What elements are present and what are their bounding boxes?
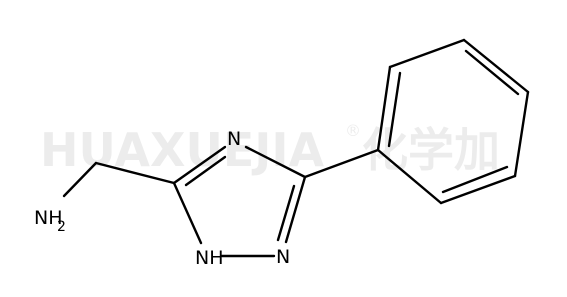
watermark: HUAXUEJIA ® 化学加 xyxy=(40,121,500,177)
bond-ch2-nh2 xyxy=(62,161,98,198)
phenyl-bond-5 xyxy=(439,174,517,205)
atom-n-top: N xyxy=(227,128,241,150)
bond-n4-c3 xyxy=(244,145,307,179)
bond-ch2-c5 xyxy=(94,161,176,185)
atom-nh2: NH xyxy=(34,207,63,229)
atom-n-bottom: N xyxy=(276,246,290,268)
phenyl-bond-3 xyxy=(462,38,530,94)
phenyl-inner-bond-3 xyxy=(441,165,509,194)
phenyl-inner-bond-1 xyxy=(387,71,402,148)
watermark-registered-mark: ® xyxy=(345,121,361,140)
atom-labels: N N NH NH 2 xyxy=(34,128,290,269)
bond-c5-n4-inner xyxy=(184,155,227,187)
bonds xyxy=(62,38,530,258)
bond-c5-n4 xyxy=(172,145,227,185)
bond-c3-n2 xyxy=(284,175,307,244)
phenyl-inner-bond-2 xyxy=(464,49,520,96)
phenyl-bond-6 xyxy=(376,148,443,205)
bond-c3-n2-inner xyxy=(276,184,296,242)
phenyl-bond-4 xyxy=(513,90,530,178)
bond-c3-phenyl xyxy=(303,148,380,179)
bond-n1-c5 xyxy=(172,181,203,245)
atom-nh2-subscript: 2 xyxy=(57,219,66,235)
phenyl-bond-1 xyxy=(376,65,392,152)
atom-nh: NH xyxy=(195,247,224,269)
phenyl-bond-2 xyxy=(388,38,466,69)
watermark-text: HUAXUEJIA xyxy=(40,123,325,177)
watermark-cjk-text: 化学加 xyxy=(362,123,500,177)
